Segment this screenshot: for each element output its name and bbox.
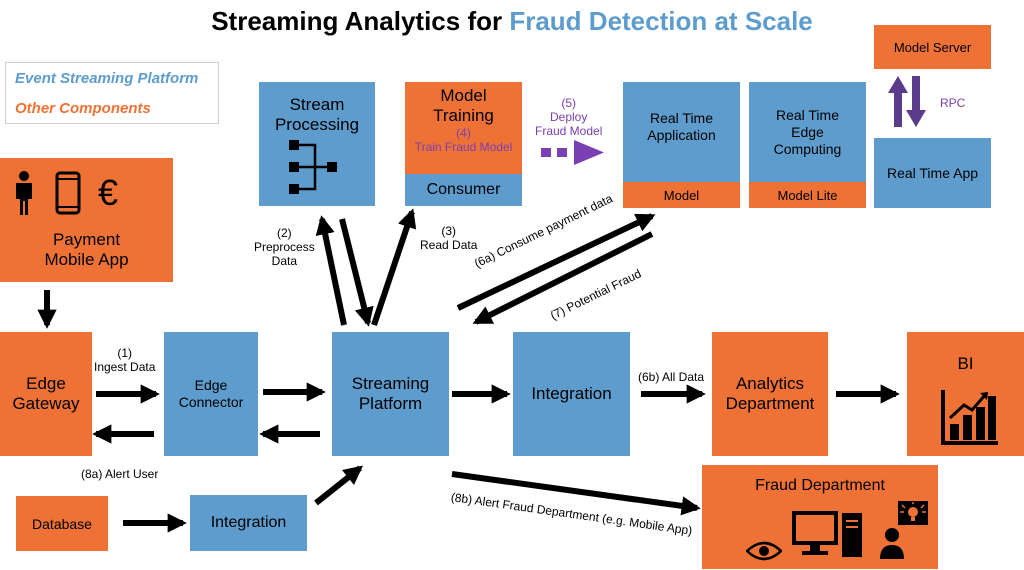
fraud-department-box: Fraud Department	[702, 465, 938, 569]
analytics-department-box: Analytics Department	[712, 332, 828, 456]
fraud-department-label: Fraud Department	[755, 477, 885, 494]
preprocess-data-label: (2) Preprocess Data	[254, 226, 315, 268]
computer-icon	[792, 511, 862, 557]
deploy-fraud-model-label: (5) Deploy Fraud Model	[535, 96, 603, 138]
edge-connector-box: Edge Connector	[164, 332, 258, 456]
person-icon	[16, 171, 32, 215]
arrow-processing-to-platform	[339, 218, 374, 327]
eye-icon	[746, 541, 782, 561]
rt-app-model-box: Model	[623, 182, 740, 208]
read-data-label: (3) Read Data	[420, 224, 478, 252]
model-server-box: Model Server	[874, 25, 991, 69]
diagram-title: Streaming Analytics for Fraud Detection …	[211, 6, 813, 36]
database-box: Database	[16, 496, 108, 551]
phone-icon	[55, 171, 81, 215]
all-data-label: (6b) All Data	[638, 370, 705, 384]
ingest-data-label: (1) Ingest Data	[94, 346, 156, 374]
rpc-arrows-icon	[888, 76, 926, 127]
consumer-box: Consumer	[405, 174, 522, 206]
user-idea-icon	[880, 501, 928, 559]
legend: Event Streaming Platform Other Component…	[5, 62, 219, 124]
real-time-application-box: Real Time Application	[623, 82, 740, 182]
payment-mobile-app-label: Payment Mobile App	[44, 230, 129, 269]
model-training-box: Model Training (4) Train Fraud Model	[405, 82, 522, 174]
model-training-label: Model Training	[433, 86, 494, 125]
model-lite-box: Model Lite	[749, 182, 866, 208]
alert-fraud-department-label: (8b) Alert Fraud Department (e.g. Mobile…	[450, 490, 694, 538]
bi-box: BI	[907, 332, 1024, 456]
alert-user-label: (8a) Alert User	[81, 467, 159, 481]
arrow-platform-to-processing	[315, 215, 347, 326]
legend-other-components: Other Components	[15, 100, 151, 117]
arrow-platform-to-consumer	[371, 208, 417, 326]
train-fraud-model-label: (4) Train Fraud Model	[414, 126, 513, 154]
integration-db-box: Integration	[190, 495, 307, 551]
real-time-edge-computing-box: Real Time Edge Computing	[749, 82, 866, 182]
rpc-label: RPC	[940, 96, 966, 110]
arrow-deploy	[541, 140, 604, 165]
integration-box: Integration	[513, 332, 630, 456]
potential-fraud-label: (7) Potential Fraud	[548, 266, 644, 323]
payment-mobile-app-box: Payment Mobile App €	[0, 158, 173, 282]
flow-icon	[289, 140, 337, 194]
legend-event-streaming: Event Streaming Platform	[15, 70, 199, 87]
euro-icon: €	[98, 172, 119, 213]
bi-label: BI	[957, 354, 974, 373]
edge-gateway-box: Edge Gateway	[0, 332, 92, 456]
stream-processing-label: Stream Processing	[274, 95, 360, 134]
bar-chart-icon	[941, 390, 998, 445]
streaming-platform-box: Streaming Platform	[332, 332, 449, 456]
stream-processing-box: Stream Processing	[259, 82, 375, 206]
arrow-integration-to-platform	[314, 465, 364, 506]
real-time-app-box: Real Time App	[874, 138, 991, 208]
